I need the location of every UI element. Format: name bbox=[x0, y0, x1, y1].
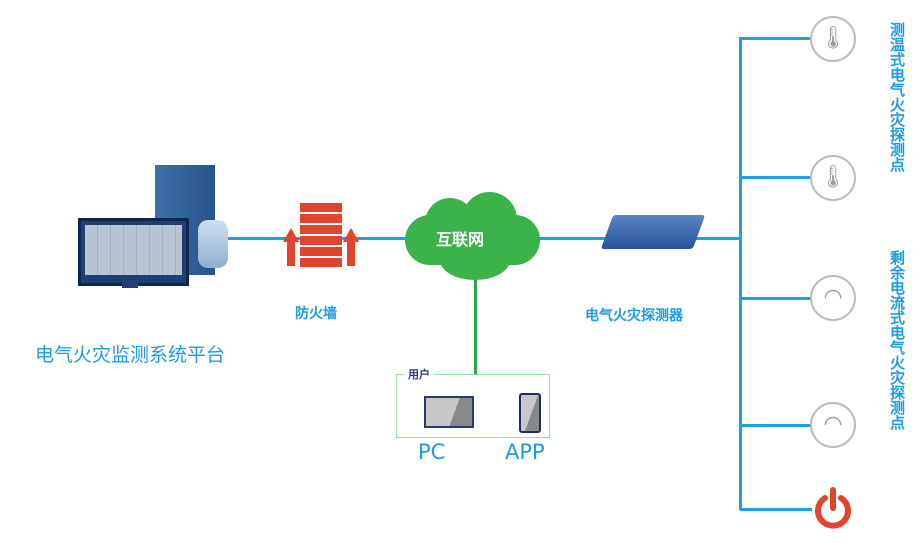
user-title: 用户 bbox=[404, 366, 434, 382]
detector-label: 电气火灾探测器 bbox=[585, 308, 683, 324]
branch-3 bbox=[740, 297, 812, 300]
bus-line bbox=[739, 37, 742, 510]
user-link-line bbox=[474, 260, 477, 375]
residual-group-label: 剩余电流式电气火灾探测点 bbox=[888, 250, 906, 430]
detector-device-icon bbox=[600, 215, 706, 249]
internet-label: 互联网 bbox=[436, 230, 485, 249]
thermometer-icon: 🌡 bbox=[810, 155, 856, 201]
branch-1 bbox=[740, 37, 812, 40]
branch-4 bbox=[740, 424, 812, 427]
phone-icon[interactable] bbox=[519, 393, 541, 433]
branch-2 bbox=[740, 176, 812, 179]
pc-label: PC bbox=[418, 440, 446, 464]
pc-icon[interactable] bbox=[424, 396, 474, 428]
thermometer-icon: 🌡 bbox=[810, 16, 856, 62]
gauge-icon: ◠ bbox=[810, 275, 856, 321]
temp-group-label: 测温式电气火灾探测点 bbox=[888, 22, 906, 172]
app-label: APP bbox=[505, 440, 545, 464]
branch-5 bbox=[740, 508, 812, 511]
user-group-box bbox=[396, 374, 550, 438]
gauge-icon: ◠ bbox=[810, 402, 856, 448]
power-icon bbox=[811, 486, 855, 530]
firewall-label: 防火墙 bbox=[295, 306, 337, 322]
platform-label: 电气火灾监测系统平台 bbox=[35, 344, 226, 366]
